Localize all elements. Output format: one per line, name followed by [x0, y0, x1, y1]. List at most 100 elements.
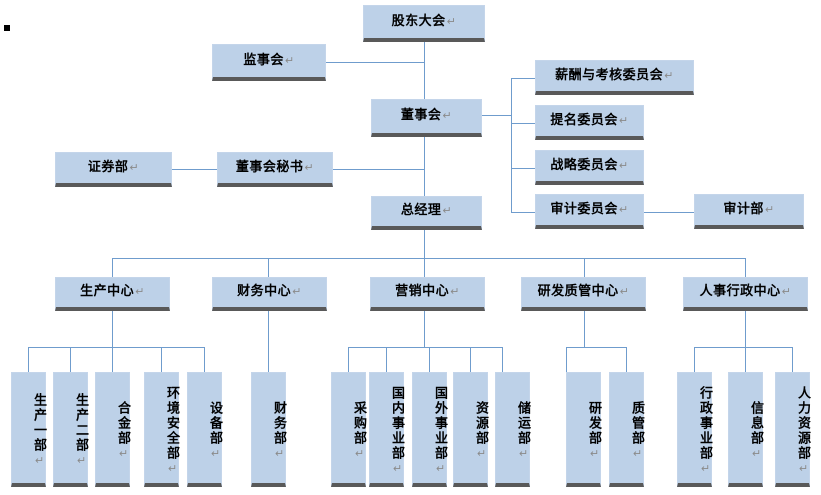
connector-to-resources-dept	[470, 347, 471, 372]
pilcrow-mark: ↵	[135, 285, 145, 299]
node-quality-dept-label: 质管部	[629, 400, 644, 446]
node-production-dept-1-label: 生产一部	[31, 393, 46, 453]
committee-vertical-bus	[511, 78, 512, 213]
node-remuneration-committee[interactable]: 薪酬与考核委员会↵	[535, 60, 694, 95]
node-securities-department-label: 证券部	[87, 159, 129, 175]
node-shareholders-meeting[interactable]: 股东大会↵	[363, 5, 485, 42]
connector-bus-to-nomination	[511, 123, 535, 124]
pilcrow-mark: ↵	[750, 446, 763, 462]
connector-bus-to-rd-center	[584, 258, 585, 277]
pilcrow-mark: ↵	[442, 109, 453, 123]
node-general-manager[interactable]: 总经理↵	[371, 196, 482, 230]
connector-audit-committee-to-audit-dept	[644, 212, 694, 213]
pilcrow-mark: ↵	[618, 202, 629, 216]
pilcrow-mark: ↵	[273, 446, 286, 462]
node-audit-committee-label: 审计委员会	[550, 201, 618, 217]
pilcrow-mark: ↵	[33, 454, 46, 469]
node-nomination-committee[interactable]: 提名委员会↵	[535, 105, 644, 140]
pilcrow-mark: ↵	[619, 285, 630, 299]
connector-bus-to-hr-center	[745, 258, 746, 277]
connector-bus-to-audit-committee	[511, 212, 535, 213]
node-production-center-label: 生产中心	[80, 284, 135, 300]
node-remuneration-committee-label: 薪酬与考核委员会	[555, 67, 664, 83]
pilcrow-mark: ↵	[618, 113, 629, 127]
node-strategy-committee[interactable]: 战略委员会↵	[535, 150, 644, 185]
pilcrow-mark: ↵	[517, 446, 530, 462]
node-information-dept-label: 信息部	[748, 400, 763, 446]
connector-rd-center-down	[584, 311, 585, 347]
node-board-of-supervisors[interactable]: 监事会↵	[212, 44, 326, 81]
connector-to-domestic-business-dept	[386, 347, 387, 372]
pilcrow-mark: ↵	[129, 160, 140, 174]
node-environment-safety-dept[interactable]: 环境安全部↵	[144, 372, 179, 487]
node-storage-transport-dept-label: 储运部	[515, 400, 530, 446]
pilcrow-mark: ↵	[209, 446, 222, 462]
connector-to-procurement-dept	[348, 347, 349, 372]
node-procurement-dept-label: 采购部	[351, 400, 366, 446]
connector-to-production-dept-1	[28, 347, 29, 372]
node-finance-dept[interactable]: 财务部↵	[251, 372, 286, 487]
pilcrow-mark: ↵	[618, 158, 629, 172]
connector-bus-to-finance-center	[268, 258, 269, 277]
node-marketing-center[interactable]: 营销中心↵	[370, 277, 485, 311]
pilcrow-mark: ↵	[442, 204, 453, 218]
node-domestic-business-dept[interactable]: 国内事业部↵	[369, 372, 404, 487]
pilcrow-mark: ↵	[391, 461, 404, 477]
marketing-dept-bus	[348, 347, 502, 348]
node-production-center[interactable]: 生产中心↵	[55, 277, 170, 311]
connector-board-to-committee-bus	[482, 115, 511, 116]
node-general-manager-label: 总经理	[400, 203, 442, 219]
paragraph-bullet-mark	[4, 25, 10, 31]
rd-dept-bus	[566, 347, 626, 348]
node-quality-dept[interactable]: 质管部↵	[609, 372, 644, 487]
node-overseas-business-dept-label: 国外事业部	[432, 385, 447, 461]
node-finance-dept-label: 财务部	[271, 400, 286, 446]
node-audit-committee[interactable]: 审计委员会↵	[535, 194, 644, 229]
node-equipment-dept-label: 设备部	[207, 400, 222, 446]
node-procurement-dept[interactable]: 采购部↵	[331, 372, 366, 487]
node-marketing-center-label: 营销中心	[395, 284, 450, 300]
node-storage-transport-dept[interactable]: 储运部↵	[495, 372, 530, 487]
pilcrow-mark: ↵	[166, 461, 179, 477]
node-rd-quality-center[interactable]: 研发质管中心↵	[521, 277, 646, 311]
hr-dept-bus	[694, 347, 792, 348]
pilcrow-mark: ↵	[353, 446, 366, 462]
node-production-dept-2[interactable]: 生产二部↵	[53, 372, 88, 487]
pilcrow-mark: ↵	[797, 461, 810, 477]
connector-to-equipment-dept	[204, 347, 205, 372]
node-strategy-committee-label: 战略委员会	[550, 157, 618, 173]
node-information-dept[interactable]: 信息部↵	[728, 372, 763, 487]
node-production-dept-2-label: 生产二部	[73, 393, 88, 453]
node-board-secretary[interactable]: 董事会秘书↵	[217, 152, 333, 187]
center-horizontal-bus	[112, 258, 745, 259]
connector-supervisors-to-trunk	[326, 62, 425, 63]
node-resources-dept[interactable]: 资源部↵	[453, 372, 488, 487]
connector-hr-center-down	[745, 311, 746, 347]
pilcrow-mark: ↵	[284, 53, 295, 67]
node-overseas-business-dept[interactable]: 国外事业部↵	[412, 372, 447, 487]
pilcrow-mark: ↵	[664, 68, 674, 82]
connector-to-environment-safety-dept	[161, 347, 162, 372]
node-admin-business-dept[interactable]: 行政事业部↵	[677, 372, 712, 487]
node-finance-center[interactable]: 财务中心↵	[212, 277, 327, 311]
production-dept-bus	[28, 347, 204, 348]
node-production-dept-1[interactable]: 生产一部↵	[11, 372, 46, 487]
pilcrow-mark: ↵	[446, 14, 457, 28]
node-equipment-dept[interactable]: 设备部↵	[187, 372, 222, 487]
node-alloy-dept[interactable]: 合金部↵	[95, 372, 130, 487]
node-audit-department[interactable]: 审计部↵	[694, 194, 804, 229]
node-human-resources-dept[interactable]: 人力资源部↵	[775, 372, 810, 487]
node-environment-safety-dept-label: 环境安全部	[164, 385, 179, 461]
node-shareholders-meeting-label: 股东大会	[391, 13, 446, 29]
node-rd-dept[interactable]: 研发部↵	[566, 372, 601, 487]
node-board-of-directors[interactable]: 董事会↵	[371, 99, 482, 137]
pilcrow-mark: ↵	[434, 461, 447, 477]
node-admin-business-dept-label: 行政事业部	[697, 385, 712, 461]
pilcrow-mark: ↵	[304, 160, 315, 174]
node-board-of-directors-label: 董事会	[400, 108, 442, 124]
node-hr-admin-center[interactable]: 人事行政中心↵	[683, 277, 808, 311]
connector-bus-to-strategy	[511, 168, 535, 169]
node-securities-department[interactable]: 证券部↵	[55, 152, 172, 187]
pilcrow-mark: ↵	[631, 446, 644, 462]
